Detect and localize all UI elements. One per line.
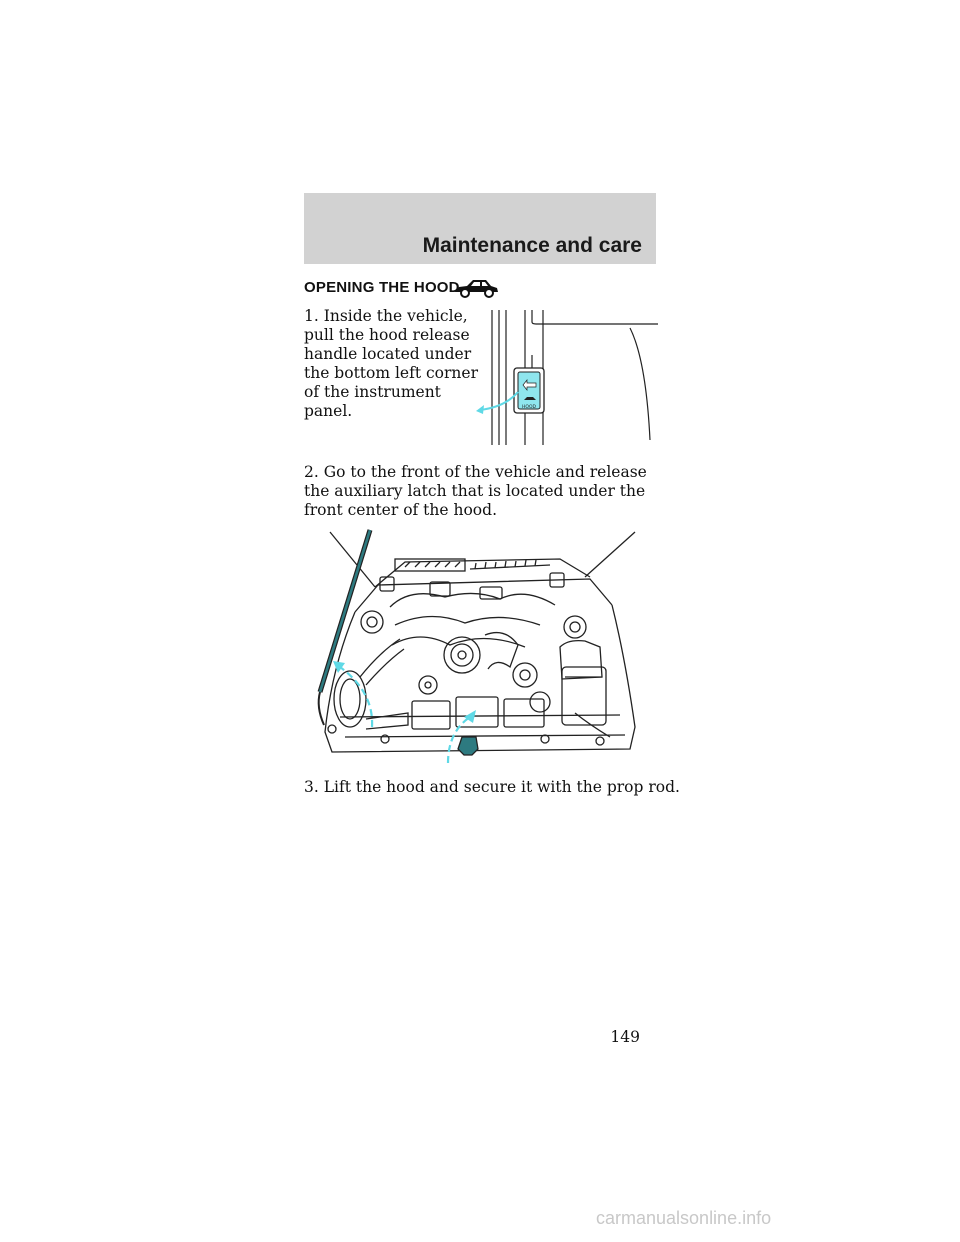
page-heading: OPENING THE HOOD bbox=[304, 279, 460, 296]
footer-watermark[interactable]: carmanualsonline.info bbox=[596, 1208, 772, 1228]
page-number: 149 bbox=[610, 1028, 640, 1046]
hood-handle-label: HOOD bbox=[522, 404, 536, 410]
section-title: Maintenance and care bbox=[422, 234, 642, 257]
section-header-bar: Maintenance and care bbox=[304, 193, 656, 264]
step-2-text: 2. Go to the front of the vehicle and re… bbox=[304, 463, 647, 519]
engine-compartment-illustration bbox=[317, 529, 636, 764]
step-3-text: 3. Lift the hood and secure it with the … bbox=[304, 778, 680, 796]
hood-release-illustration: HOOD bbox=[476, 310, 658, 445]
step-1-text: 1. Inside the vehicle, pull the hood rel… bbox=[304, 307, 478, 420]
car-side-icon bbox=[455, 280, 498, 298]
